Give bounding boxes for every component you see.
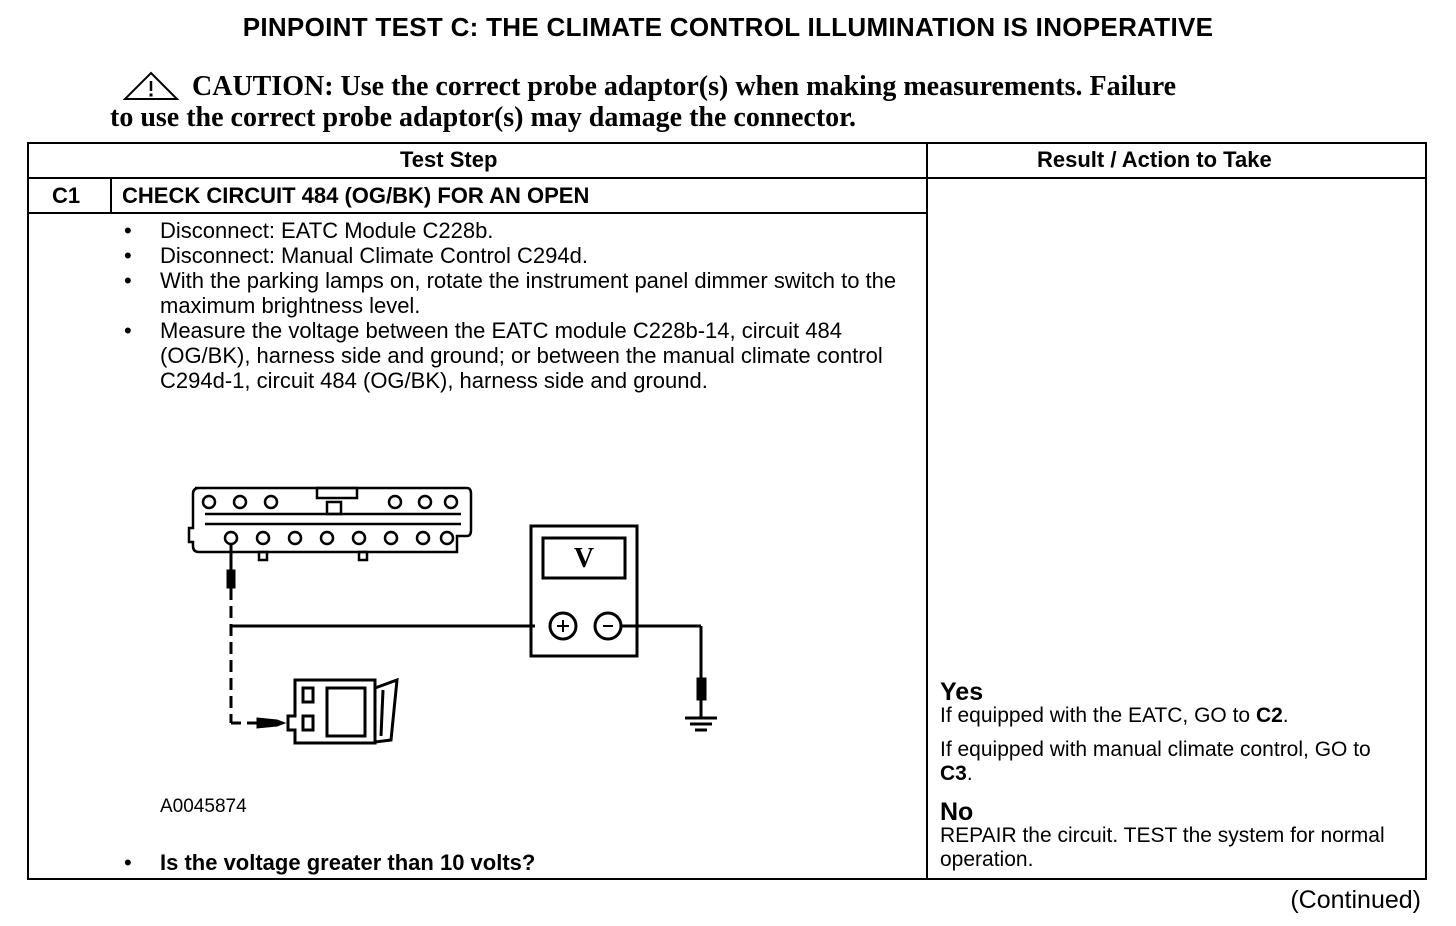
step-id: C1	[52, 183, 81, 208]
instruction-item: Disconnect: EATC Module C228b.	[120, 218, 900, 243]
voltmeter-icon	[529, 524, 703, 678]
step-question: Is the voltage greater than 10 volts?	[120, 850, 535, 876]
wiring-diagram: V	[187, 486, 717, 745]
caution-line-1: CAUTION: Use the correct probe adaptor(s…	[192, 71, 1177, 102]
result-no-heading: No	[940, 798, 974, 826]
result-yes-eatc: If equipped with the EATC, GO to C2.	[940, 704, 1410, 728]
figure-id: A0045874	[160, 796, 247, 817]
step-title: CHECK CIRCUIT 484 (OG/BK) FOR AN OPEN	[122, 183, 590, 208]
result-no-text: REPAIR the circuit. TEST the system for …	[940, 824, 1385, 871]
caution-note: CAUTION: Use the correct probe adaptor(s…	[110, 70, 1310, 133]
step-title-divider	[27, 212, 927, 214]
voltmeter-label: V	[574, 543, 594, 574]
step-ref-c2: C2	[1255, 704, 1283, 727]
step-instructions: Disconnect: EATC Module C228b. Disconnec…	[120, 218, 900, 393]
header-test-step: Test Step	[400, 147, 498, 172]
result-yes-manual: If equipped with manual climate control,…	[940, 738, 1400, 786]
eatc-connector-icon	[187, 486, 473, 562]
instruction-item: Disconnect: Manual Climate Control C294d…	[120, 243, 900, 268]
warning-triangle-icon	[122, 70, 180, 102]
step-id-divider	[110, 178, 112, 214]
ground-icon	[685, 677, 717, 732]
continued-label: (Continued)	[1290, 886, 1421, 914]
result-yes: Yes If equipped with the EATC, GO to C2.…	[940, 680, 1410, 786]
result-yes-heading: Yes	[940, 678, 984, 706]
step-ref-c3: C3	[940, 762, 967, 785]
header-result: Result / Action to Take	[1037, 147, 1272, 172]
result-yes-manual-end: .	[966, 762, 973, 785]
caution-line-2: to use the correct probe adaptor(s) may …	[110, 102, 857, 133]
instruction-item: Measure the voltage between the EATC mod…	[120, 318, 900, 393]
header-divider	[27, 177, 1427, 179]
result-no: No REPAIR the circuit. TEST the system f…	[940, 800, 1410, 872]
instruction-item: With the parking lamps on, rotate the in…	[120, 268, 900, 318]
probe-lead-icon	[226, 544, 535, 729]
result-yes-eatc-end: .	[1282, 704, 1289, 727]
test-table	[27, 142, 1427, 880]
manual-climate-control-connector-icon	[286, 677, 399, 745]
result-yes-eatc-text: If equipped with the EATC, GO to	[940, 704, 1256, 727]
column-divider	[926, 142, 928, 880]
result-yes-manual-text: If equipped with manual climate control,…	[940, 738, 1371, 761]
page-title: PINPOINT TEST C: THE CLIMATE CONTROL ILL…	[242, 12, 1214, 42]
